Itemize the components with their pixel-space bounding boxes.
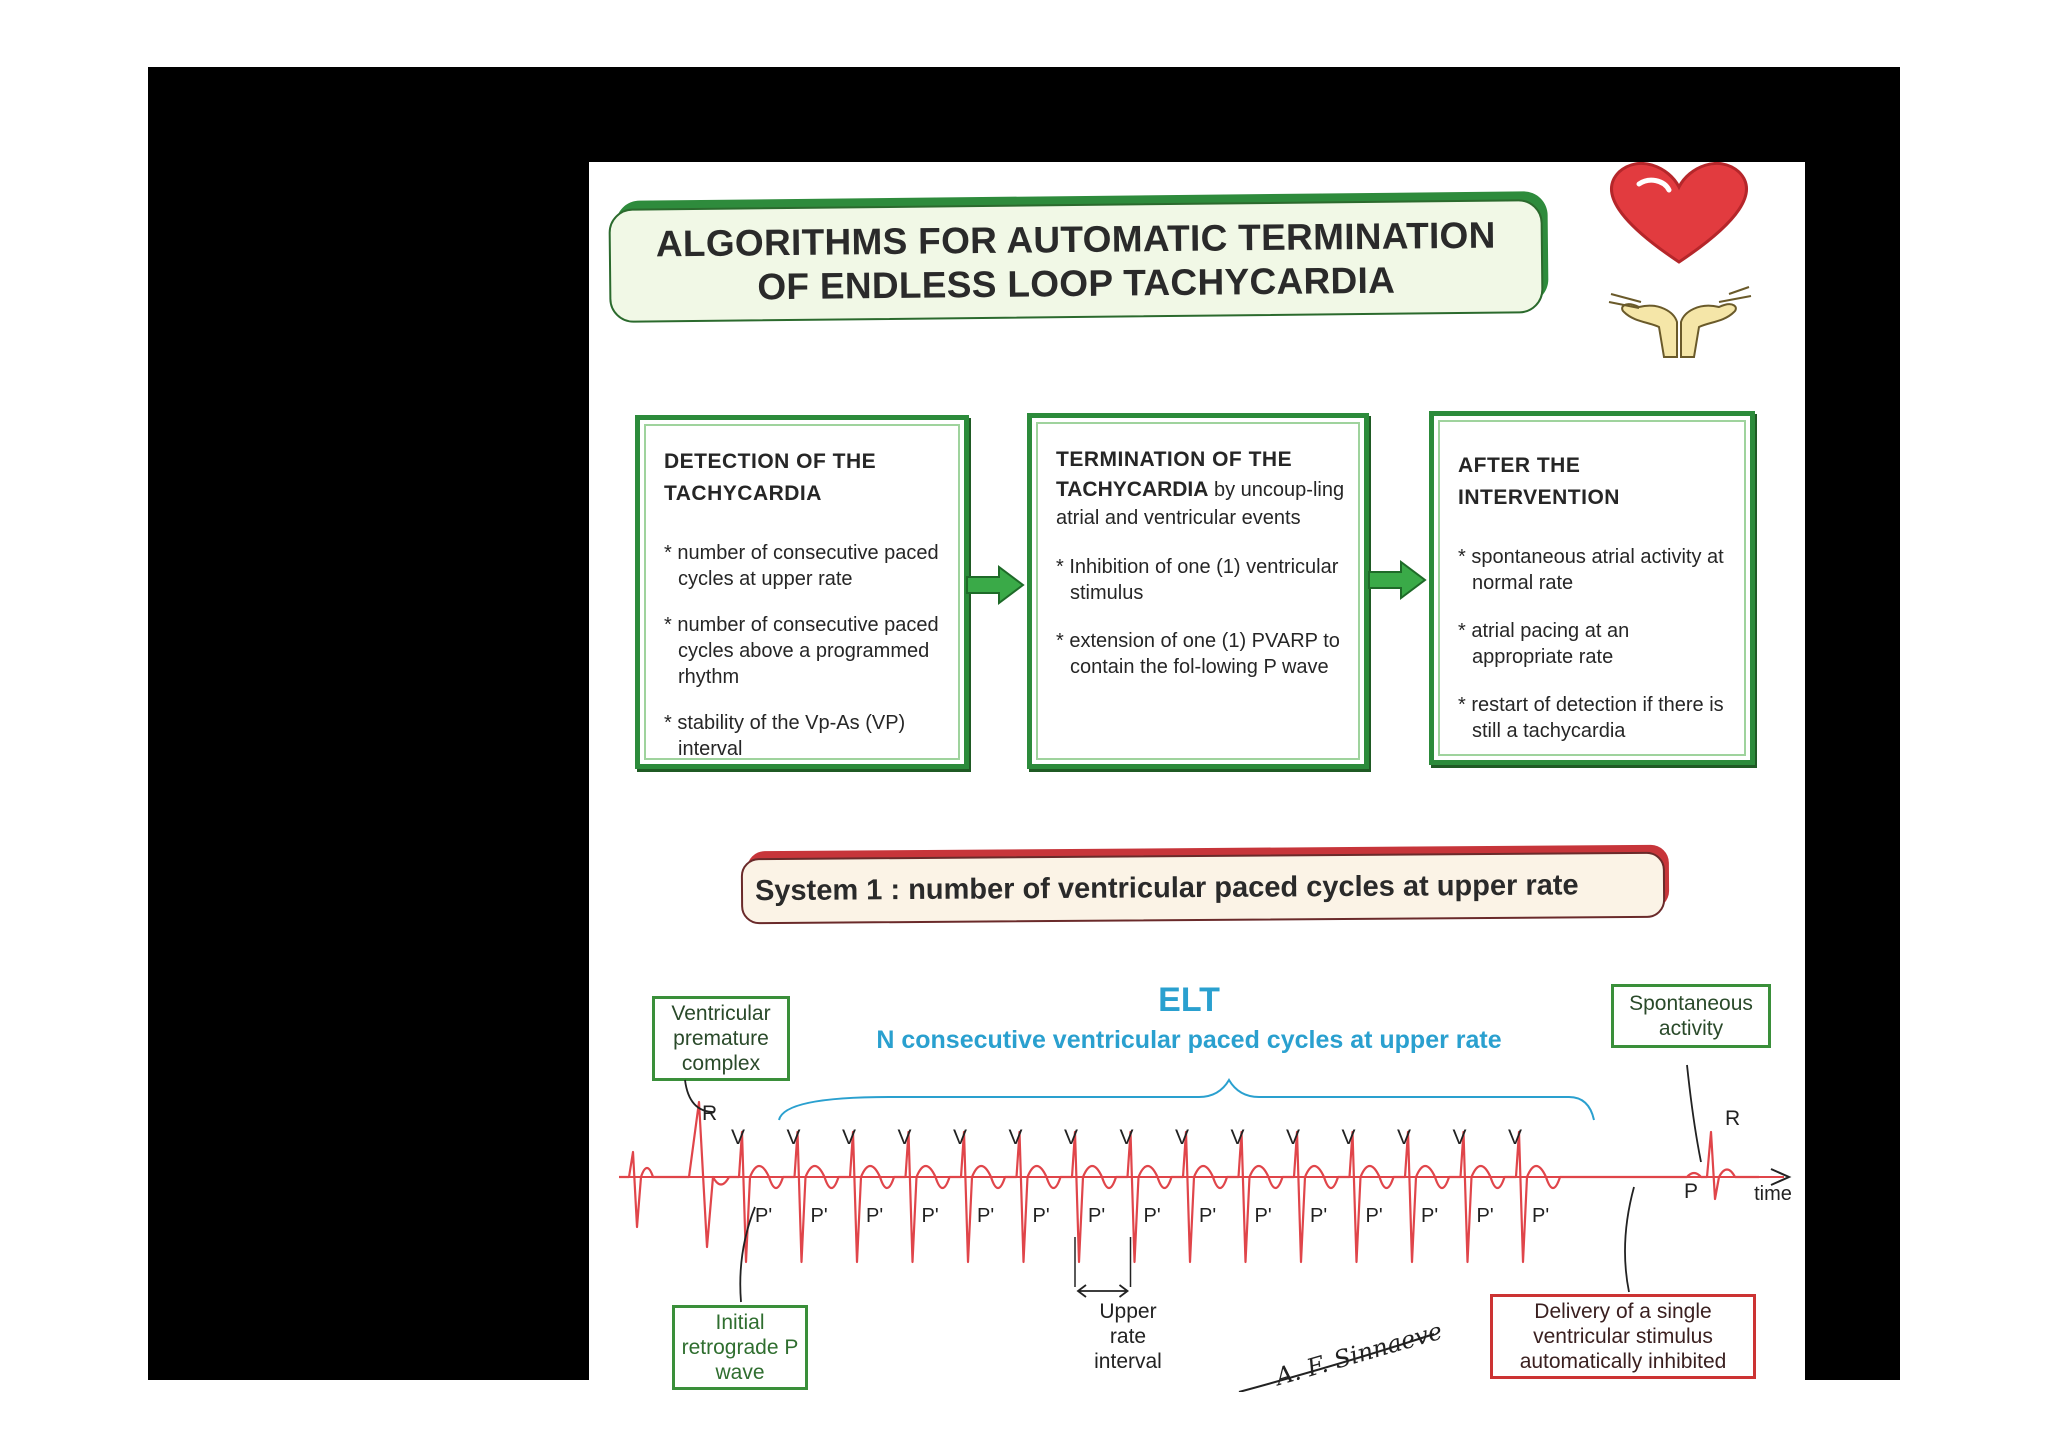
after-box: AFTER THE INTERVENTION * spontaneous atr… xyxy=(1429,411,1755,765)
r-label: R xyxy=(702,1102,717,1125)
p-label: P xyxy=(1684,1180,1698,1203)
v-label: V xyxy=(953,1126,967,1149)
p-prime-label: P' xyxy=(1532,1205,1549,1227)
v-label: V xyxy=(787,1126,801,1149)
p-prime-label: P' xyxy=(1310,1205,1327,1227)
v-label: V xyxy=(1397,1126,1411,1149)
upper-rate-label: Upper rate interval xyxy=(1094,1300,1162,1373)
signature: A. F. Sinnaeve xyxy=(1272,1316,1446,1392)
termination-heading-rest: by uncoup-ling atrial and ventricular ev… xyxy=(1056,479,1345,529)
after-item-3: * restart of detection if there is still… xyxy=(1458,694,1724,742)
ecg-waveform xyxy=(619,1100,1759,1264)
spontaneous-label: Spontaneous activity xyxy=(1611,984,1771,1048)
v-label: V xyxy=(1120,1126,1134,1149)
heart-hands-icon xyxy=(1608,162,1752,358)
time-label: time xyxy=(1754,1183,1792,1205)
r-label: R xyxy=(1725,1107,1740,1130)
termination-heading-1: TERMINATION OF THE xyxy=(1056,448,1293,471)
p-prime-label: P' xyxy=(755,1205,772,1227)
spontaneous-pointer xyxy=(1686,1064,1702,1163)
v-label: V xyxy=(1342,1126,1356,1149)
termination-heading-2: TACHYCARDIA xyxy=(1056,478,1209,501)
v-label: V xyxy=(731,1126,745,1149)
p-prime-label: P' xyxy=(922,1205,939,1227)
poster: ALGORITHMS FOR AUTOMATIC TERMINATION OF … xyxy=(589,162,1805,1392)
slide-frame: ALGORITHMS FOR AUTOMATIC TERMINATION OF … xyxy=(148,67,1900,1392)
after-item-1: * spontaneous atrial activity at normal … xyxy=(1458,546,1724,594)
vpc-pointer xyxy=(684,1079,715,1113)
v-label: V xyxy=(1009,1126,1023,1149)
brace xyxy=(778,1078,1595,1121)
p-prime-label: P' xyxy=(1421,1205,1438,1227)
n-cycles-label: N consecutive ventricular paced cycles a… xyxy=(876,1026,1502,1054)
v-label: V xyxy=(898,1126,912,1149)
after-heading-1: AFTER THE xyxy=(1458,454,1581,477)
p-prime-label: P' xyxy=(1199,1205,1216,1227)
vpc-label: Ventricular premature complex xyxy=(652,996,790,1081)
p-prime-label: P' xyxy=(1366,1205,1383,1227)
p-prime-label: P' xyxy=(1088,1205,1105,1227)
system-label: System 1 : number of ventricular paced c… xyxy=(754,868,1579,907)
elt-label: ELT xyxy=(1158,981,1220,1019)
title-banner: ALGORITHMS FOR AUTOMATIC TERMINATION OF … xyxy=(608,199,1544,323)
delivery-pointer xyxy=(1624,1186,1635,1293)
v-label: V xyxy=(1286,1126,1300,1149)
p-prime-label: P' xyxy=(977,1205,994,1227)
v-label: V xyxy=(1175,1126,1189,1149)
upper-rate-arrow-icon xyxy=(1076,1284,1129,1298)
detection-item-2: * number of consecutive paced cycles abo… xyxy=(664,614,939,688)
p-prime-label: P' xyxy=(1144,1205,1161,1227)
v-label: V xyxy=(1453,1126,1467,1149)
after-item-2: * atrial pacing at an appropriate rate xyxy=(1458,620,1630,668)
delivery-label: Delivery of a single ventricular stimulu… xyxy=(1490,1294,1756,1379)
p-prime-label: P' xyxy=(1255,1205,1272,1227)
v-label: V xyxy=(1064,1126,1078,1149)
retrograde-pointer xyxy=(739,1206,756,1303)
detection-box: DETECTION OF THE TACHYCARDIA * number of… xyxy=(635,415,969,769)
p-prime-label: P' xyxy=(866,1205,883,1227)
termination-item-2: * extension of one (1) PVARP to contain … xyxy=(1056,630,1340,678)
detection-heading-1: DETECTION OF THE xyxy=(664,450,877,473)
p-prime-label: P' xyxy=(1033,1205,1050,1227)
retrograde-label: Initial retrograde P wave xyxy=(672,1305,808,1390)
p-prime-label: P' xyxy=(811,1205,828,1227)
v-label: V xyxy=(1508,1126,1522,1149)
detection-item-3: * stability of the Vp-As (VP) interval xyxy=(664,712,906,760)
termination-box: TERMINATION OF THE TACHYCARDIA by uncoup… xyxy=(1027,413,1369,769)
p-prime-label: P' xyxy=(1477,1205,1494,1227)
detection-heading-2: TACHYCARDIA xyxy=(664,482,822,505)
detection-item-1: * number of consecutive paced cycles at … xyxy=(664,542,939,590)
arrow-right-icon xyxy=(966,565,1025,605)
system-banner: System 1 : number of ventricular paced c… xyxy=(740,851,1666,925)
termination-item-1: * Inhibition of one (1) ventricular stim… xyxy=(1056,556,1339,604)
arrow-right-icon xyxy=(1368,560,1427,600)
v-label: V xyxy=(1231,1126,1245,1149)
after-heading-2: INTERVENTION xyxy=(1458,486,1620,509)
v-label: V xyxy=(842,1126,856,1149)
